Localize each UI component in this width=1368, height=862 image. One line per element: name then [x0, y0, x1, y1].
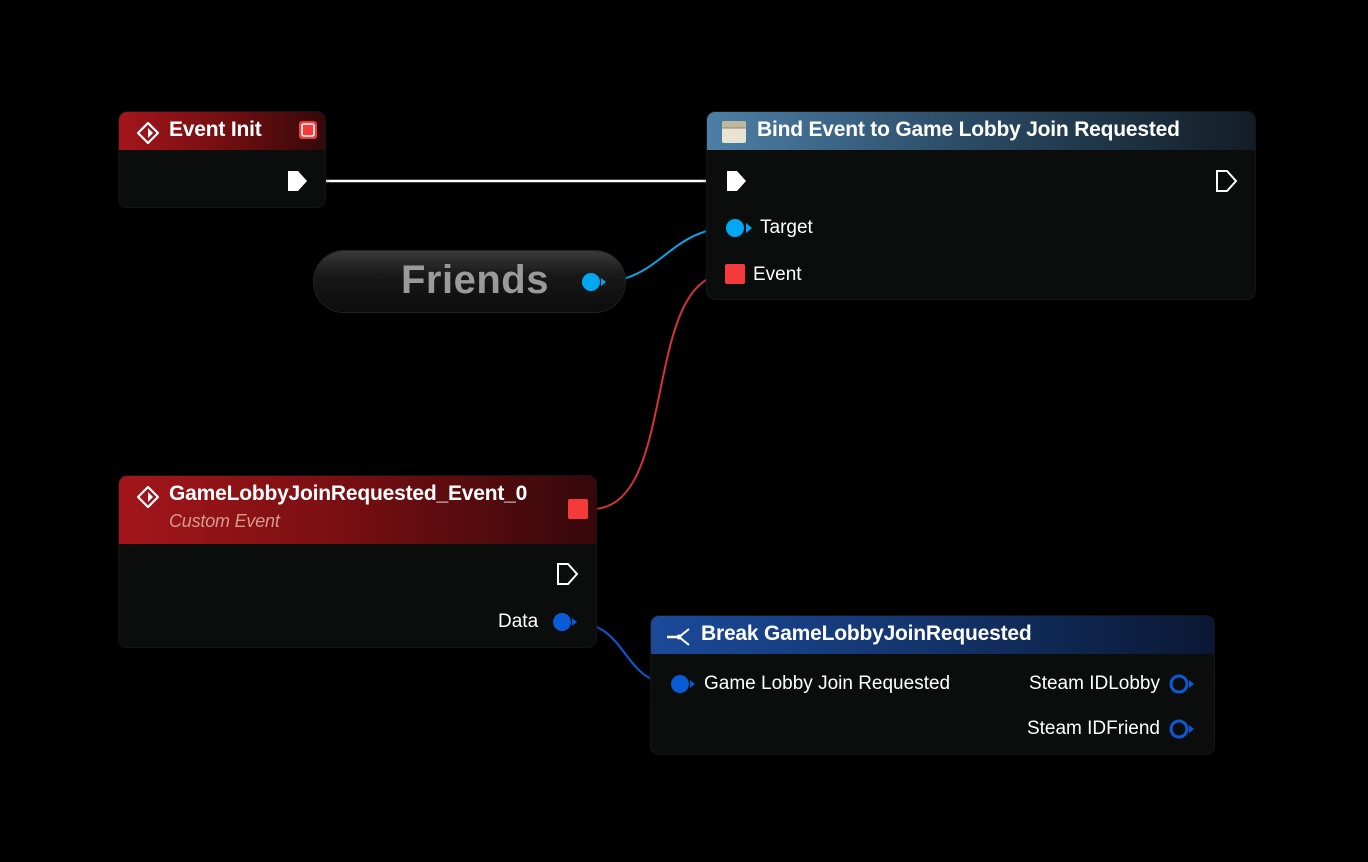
data-pin-label: Data	[498, 611, 539, 632]
event-init-header: Event Init	[119, 112, 325, 150]
bind-event-node[interactable]: Bind Event to Game Lobby Join Requested …	[707, 112, 1255, 299]
event-init-node[interactable]: Event Init	[119, 112, 325, 207]
exec-output-pin[interactable]	[285, 169, 309, 193]
friends-variable-title: Friends	[401, 258, 549, 302]
break-struct-header: Break GameLobbyJoinRequested	[651, 616, 1214, 654]
event-diamond-icon	[137, 486, 159, 508]
function-icon	[722, 121, 746, 143]
event-delegate-pin[interactable]	[724, 263, 746, 285]
event-pin-label: Event	[753, 264, 802, 285]
delegate-output-pin[interactable]	[567, 498, 589, 520]
event-diamond-icon	[137, 122, 159, 144]
event-init-title: Event Init	[169, 118, 262, 141]
bind-event-title: Bind Event to Game Lobby Join Requested	[757, 118, 1180, 141]
custom-event-header: GameLobbyJoinRequested_Event_0 Custom Ev…	[119, 476, 596, 544]
steam-id-friend-label: Steam IDFriend	[1026, 718, 1160, 739]
steam-id-friend-pin[interactable]	[1168, 718, 1198, 740]
struct-input-label: Game Lobby Join Requested	[704, 673, 951, 694]
custom-event-node[interactable]: GameLobbyJoinRequested_Event_0 Custom Ev…	[119, 476, 596, 647]
break-struct-title: Break GameLobbyJoinRequested	[701, 622, 1032, 645]
exec-output-pin[interactable]	[555, 562, 579, 586]
data-output-pin[interactable]	[551, 611, 581, 633]
break-struct-node[interactable]: Break GameLobbyJoinRequested Game Lobby …	[651, 616, 1214, 754]
friends-output-pin[interactable]	[580, 271, 610, 293]
friends-variable-node[interactable]: Friends	[314, 251, 625, 312]
target-pin[interactable]	[724, 217, 754, 239]
steam-id-lobby-label: Steam IDLobby	[1029, 673, 1160, 694]
delegate-wire	[591, 273, 729, 510]
exec-input-pin[interactable]	[724, 169, 748, 193]
custom-event-subtitle: Custom Event	[169, 511, 280, 531]
delegate-output-pin[interactable]	[297, 119, 319, 141]
target-pin-label: Target	[760, 217, 813, 238]
exec-output-pin[interactable]	[1214, 169, 1238, 193]
break-struct-icon	[667, 628, 690, 646]
custom-event-title: GameLobbyJoinRequested_Event_0	[169, 482, 528, 505]
bind-event-header: Bind Event to Game Lobby Join Requested	[707, 112, 1255, 150]
steam-id-lobby-pin[interactable]	[1168, 673, 1198, 695]
struct-input-pin[interactable]	[669, 673, 699, 695]
